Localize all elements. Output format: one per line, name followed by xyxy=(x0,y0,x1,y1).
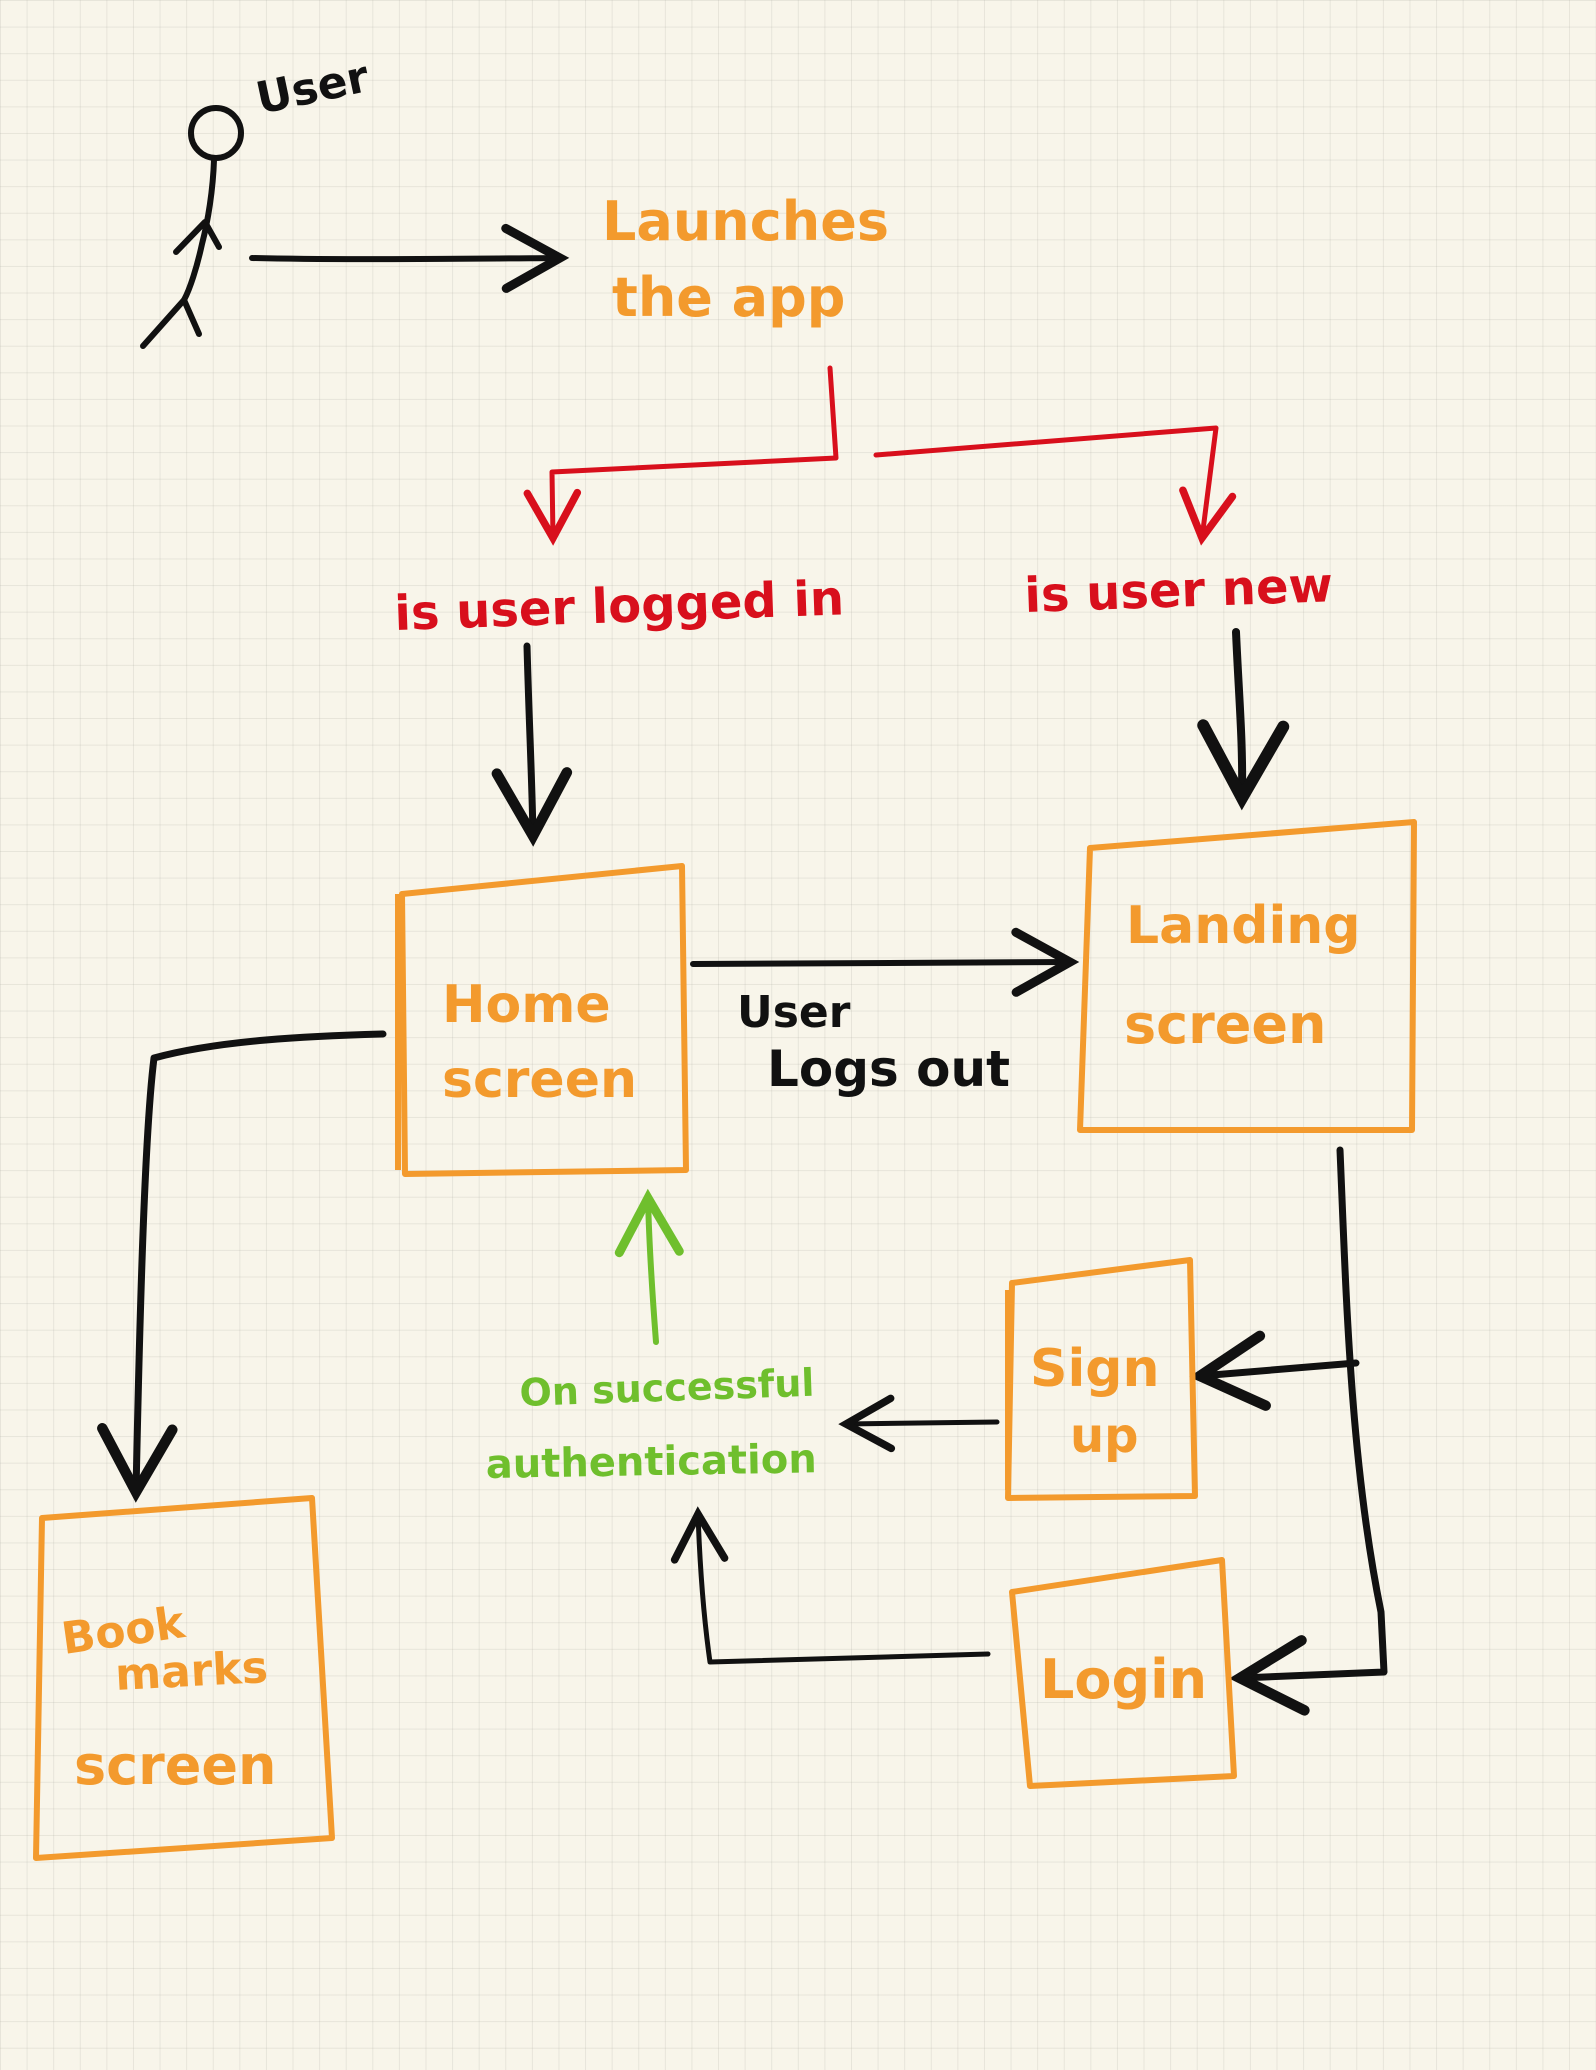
logout-arrow xyxy=(690,927,1080,997)
success-label-line1: On successful xyxy=(519,1361,815,1415)
home-label-line1: Home xyxy=(442,975,611,1035)
landing-screen-box xyxy=(1077,819,1417,1133)
login-label: Login xyxy=(1040,1648,1207,1711)
logged-in-to-home-arrow xyxy=(491,642,573,847)
success-label-line2: authentication xyxy=(485,1436,817,1488)
bookmarks-label-line3: screen xyxy=(74,1734,276,1797)
success-to-home-arrow xyxy=(614,1188,684,1345)
user-launch-arrow xyxy=(249,223,570,293)
user-label: User xyxy=(252,51,374,125)
logout-label-line2: Logs out xyxy=(767,1040,1010,1098)
signup-label-line1: Sign xyxy=(1030,1339,1160,1399)
logout-label-line1: User xyxy=(737,987,851,1038)
login-box xyxy=(1009,1557,1237,1789)
signup-label-line2: up xyxy=(1070,1408,1139,1464)
bookmarks-label-line2: marks xyxy=(114,1642,269,1701)
landing-label-line2: screen xyxy=(1124,993,1326,1056)
user-stick-figure xyxy=(140,105,244,349)
landing-label-line1: Landing xyxy=(1126,896,1361,956)
new-user-to-landing-arrow xyxy=(1197,628,1290,811)
home-label-line2: screen xyxy=(442,1050,637,1110)
landing-exit-line xyxy=(1229,1146,1388,1716)
login-to-success-arrow xyxy=(670,1506,991,1665)
decision-branches xyxy=(523,365,1237,546)
user-body xyxy=(181,157,217,303)
home-to-bookmarks-arrow xyxy=(97,1030,387,1503)
new-user-question: is user new xyxy=(1023,557,1333,624)
user-legs xyxy=(140,297,202,349)
logged-in-question: is user logged in xyxy=(393,570,844,642)
signup-box xyxy=(1005,1257,1198,1501)
user-arms xyxy=(173,219,222,255)
new-user-branch-line xyxy=(873,425,1237,546)
home-screen-box xyxy=(395,863,689,1177)
bookmarks-screen-box xyxy=(33,1495,335,1861)
launches-label-line1: Launches xyxy=(602,190,889,253)
landing-to-signup-arrow xyxy=(1189,1330,1360,1411)
launch-to-branch-line xyxy=(523,365,839,546)
user-head xyxy=(188,105,244,161)
signup-to-success-arrow xyxy=(838,1394,1000,1453)
launches-label-line2: the app xyxy=(612,266,845,329)
